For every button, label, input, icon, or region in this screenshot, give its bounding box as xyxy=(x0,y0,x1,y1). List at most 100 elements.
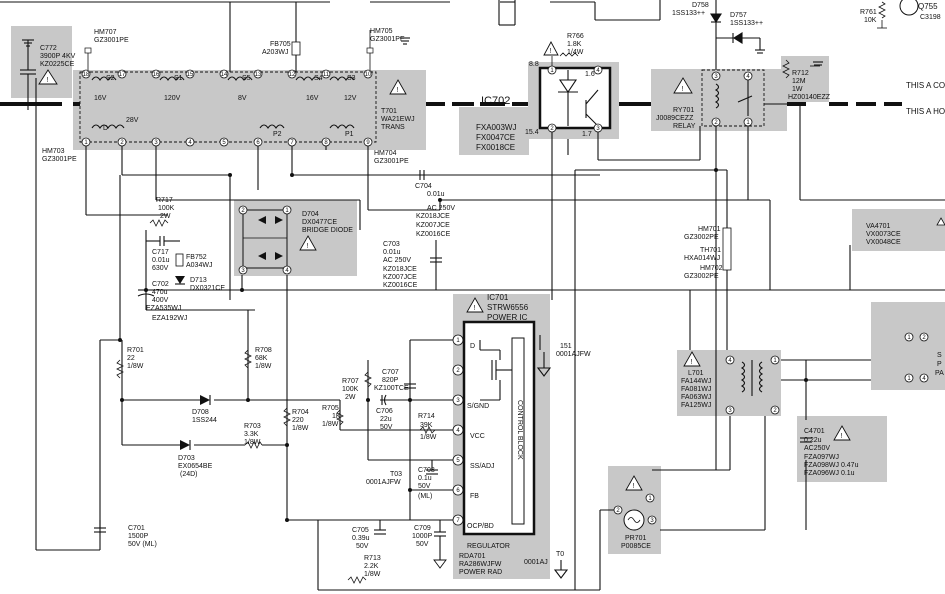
r766-value: 1.8K xyxy=(567,41,582,48)
svg-text:!: ! xyxy=(633,483,635,490)
r703-value: 3.3K xyxy=(244,431,259,438)
note-hot-side: THIS A HOT SI xyxy=(906,107,945,116)
t701-volt-120v: 120V xyxy=(164,95,181,102)
c702-part: EZA535WJ xyxy=(146,305,181,312)
svg-text:!: ! xyxy=(397,87,399,94)
svg-text:3: 3 xyxy=(728,408,732,414)
c706-volt: 50V xyxy=(380,424,393,431)
r713-watt: 1/8W xyxy=(364,571,381,578)
q755-symbol xyxy=(899,0,919,16)
pr701-symbol xyxy=(623,509,645,531)
svg-text:3: 3 xyxy=(596,126,600,132)
c708-symbol xyxy=(426,460,438,475)
ry701-desc: RELAY xyxy=(673,123,696,130)
ic702-pin-v2: 15.4 xyxy=(525,129,539,136)
svg-text:2: 2 xyxy=(616,508,620,514)
c4701-volt: AC250V xyxy=(804,445,830,452)
hm702-label: HM702 xyxy=(700,265,723,272)
d708-part: 1SS244 xyxy=(192,417,217,424)
pr701-warning-icon: ! xyxy=(625,475,643,491)
d713-part: DX0321CE xyxy=(190,285,225,292)
t701-tap-s5: S5 xyxy=(242,75,251,82)
hm707-label: HM707 xyxy=(94,29,117,36)
r761-label: R761 xyxy=(860,9,877,16)
main-wires xyxy=(27,78,945,591)
c772-symbol xyxy=(20,39,36,104)
ic702-label: IC702 xyxy=(481,95,510,107)
svg-text:1: 1 xyxy=(773,358,777,364)
r714-label: R714 xyxy=(418,413,435,420)
th701-symbol xyxy=(722,227,732,271)
ic701-mosfet xyxy=(479,340,512,401)
svg-text:2: 2 xyxy=(456,368,460,374)
c709-symbol xyxy=(433,520,447,569)
svg-text:2: 2 xyxy=(241,208,245,214)
t701-tap-p1: P1 xyxy=(345,131,354,138)
l701-part-b: FA081WJ xyxy=(681,386,711,393)
c704-part-a: KZ018JCE xyxy=(416,213,450,220)
r714-symbol xyxy=(419,426,436,434)
q755-part: C3198 xyxy=(920,14,941,21)
t701-volt-16v-a: 16V xyxy=(94,95,107,102)
c702-value: 470u xyxy=(152,289,168,296)
svg-text:4: 4 xyxy=(596,68,600,74)
svg-text:!: ! xyxy=(682,86,684,93)
c4701-value: 0.22u xyxy=(804,437,822,444)
regulator-label: REGULATOR xyxy=(467,543,510,550)
svg-text:1: 1 xyxy=(907,335,911,341)
d704-pins: 2 1 3 4 xyxy=(238,205,292,275)
c4701-symbol xyxy=(800,437,812,443)
svg-text:4: 4 xyxy=(285,268,289,274)
r701-watt: 1/8W xyxy=(127,363,144,370)
r704-label: R704 xyxy=(292,409,309,416)
c703-ac: AC 250V xyxy=(383,257,411,264)
c708-note: (ML) xyxy=(418,493,432,500)
l701-pins: 4 1 3 2 xyxy=(725,355,780,415)
svg-text:4: 4 xyxy=(922,376,926,382)
t701-area xyxy=(73,70,426,150)
c708-volt: 50V xyxy=(418,483,431,490)
c703-symbol xyxy=(430,240,442,290)
l701-part-d: FA125WJ xyxy=(681,402,711,409)
c717-volt: 630V xyxy=(152,265,169,272)
r708-label: R708 xyxy=(255,347,272,354)
c717-symbol xyxy=(146,236,180,246)
c717-value: 0.01u xyxy=(152,257,170,264)
t701-tap-d: D xyxy=(103,125,108,132)
svg-text:4: 4 xyxy=(746,74,750,80)
r151-part: 0001AJFW xyxy=(556,351,591,358)
c717-label: C717 xyxy=(152,249,169,256)
pr701-label: PR701 xyxy=(625,535,647,542)
ic702-pin-v4: 1.6 xyxy=(585,71,595,78)
ic701-pin-fb: FB xyxy=(470,493,479,500)
t701-tap-s2: S2 xyxy=(106,75,115,82)
junction-dots xyxy=(118,168,808,522)
r717-watt: 2W xyxy=(160,213,171,220)
ic702-part-b: FX0047CE xyxy=(476,133,515,142)
c709-volt: 50V xyxy=(416,541,429,548)
d704-part: DX0477CE xyxy=(302,219,337,226)
svg-text:1: 1 xyxy=(550,68,554,74)
r717-value: 100K xyxy=(158,205,175,212)
right-edge-p: P xyxy=(937,361,942,368)
th701-part: HXA014WJ xyxy=(684,255,720,262)
fb752-label: FB752 xyxy=(186,254,207,261)
r712-area xyxy=(781,56,829,102)
c4701-part-b: FZA098WJ 0.47u xyxy=(804,462,859,469)
t0-part: 0001AJ xyxy=(524,559,548,566)
ry701-internals xyxy=(714,80,787,116)
c4701-warning-icon: ! xyxy=(833,425,851,441)
d704-warning-icon: ! xyxy=(299,235,317,251)
t701-desc: TRANS xyxy=(381,124,405,131)
svg-text:3: 3 xyxy=(714,74,718,80)
r701-value: 22 xyxy=(127,355,135,362)
svg-text:!: ! xyxy=(47,77,49,84)
l701-warning-icon: ! xyxy=(683,351,701,367)
svg-text:6: 6 xyxy=(256,140,260,146)
ground-symbols xyxy=(400,37,823,66)
svg-text:4: 4 xyxy=(456,428,460,434)
svg-text:18: 18 xyxy=(83,72,90,78)
svg-text:8: 8 xyxy=(324,140,328,146)
svg-text:12: 12 xyxy=(289,72,296,78)
ic702-pin-v3: 1.7 xyxy=(582,131,592,138)
